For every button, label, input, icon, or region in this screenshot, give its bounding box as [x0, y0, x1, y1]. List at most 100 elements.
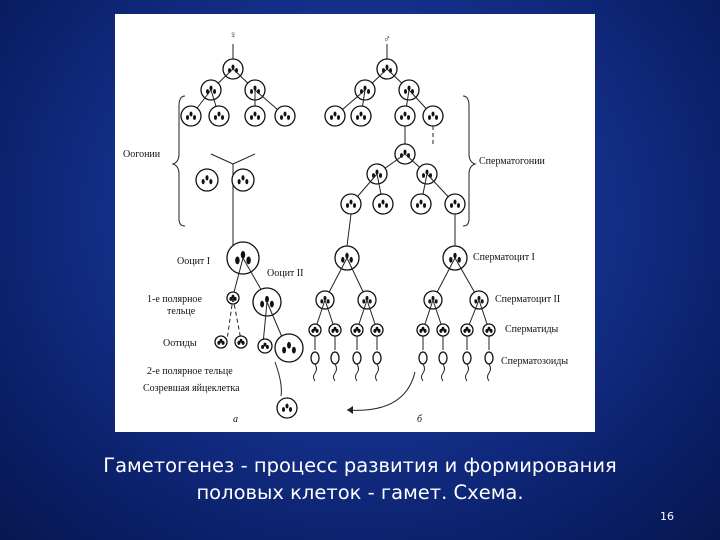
- chromosome-mark: [441, 326, 445, 331]
- lineage-line: [226, 297, 234, 341]
- chromosome-mark: [320, 299, 324, 304]
- chromosome-mark: [330, 115, 333, 120]
- chromosome-mark: [331, 328, 335, 333]
- chromosome-mark: [477, 296, 481, 301]
- label-polar-body2: 2-е полярное тельце: [147, 366, 233, 377]
- chromosome-mark: [250, 115, 253, 120]
- chromosome-mark: [365, 296, 369, 301]
- chromosome-mark: [435, 115, 438, 120]
- chromosome-mark: [257, 115, 260, 120]
- chromosome-mark: [193, 115, 196, 120]
- chromosome-mark: [283, 111, 287, 117]
- chromosome-mark: [400, 115, 403, 120]
- spermatozoon-tail: [487, 363, 491, 382]
- chromosome-mark: [289, 407, 292, 412]
- chromosome-mark: [385, 64, 389, 70]
- chromosome-mark: [291, 346, 296, 354]
- chromosome-mark: [237, 179, 241, 185]
- label-panel-a: а: [233, 414, 238, 425]
- chromosome-mark: [457, 203, 460, 208]
- chromosome-mark: [434, 299, 438, 304]
- spermatozoon-tail: [421, 363, 425, 382]
- spermatozoon-head: [330, 351, 340, 365]
- label-oocyte1: Ооцит I: [177, 256, 210, 267]
- chromosome-mark: [285, 403, 289, 409]
- chromosome-mark: [219, 338, 223, 343]
- chromosome-mark: [489, 328, 493, 333]
- chromosome-mark: [253, 85, 257, 91]
- chromosome-mark: [250, 89, 253, 94]
- chromosome-mark: [241, 175, 245, 181]
- spermatozoon-head: [438, 351, 448, 365]
- chromosome-mark: [359, 111, 363, 117]
- chromosome-mark: [209, 85, 213, 91]
- chromosome-mark: [326, 299, 330, 304]
- chromosome-mark: [205, 175, 209, 181]
- chromosome-mark: [355, 326, 359, 331]
- chromosome-mark: [356, 115, 359, 120]
- chromosome-mark: [453, 252, 457, 259]
- label-spermatocyte2: Сперматоцит II: [495, 294, 560, 305]
- chromosome-mark: [379, 173, 382, 178]
- chromosome-mark: [449, 256, 453, 263]
- chromosome-mark: [265, 295, 269, 303]
- chromosome-mark: [362, 299, 366, 304]
- lineage-line: [262, 301, 268, 345]
- chromosome-mark: [231, 294, 235, 299]
- chromosome-mark: [233, 296, 237, 301]
- chromosome-mark: [209, 179, 213, 185]
- chromosome-mark: [363, 115, 366, 120]
- chromosome-mark: [465, 326, 469, 331]
- chromosome-mark: [245, 179, 249, 185]
- chromosome-mark: [487, 326, 491, 331]
- chromosome-mark: [213, 89, 216, 94]
- chromosome-mark: [282, 407, 285, 412]
- arrow-to-egg: [274, 361, 282, 397]
- chromosome-mark: [323, 296, 327, 301]
- chromosome-mark: [480, 299, 484, 304]
- label-spermatids: Сперматиды: [505, 324, 559, 335]
- lineage-line: [232, 297, 242, 341]
- caption-line-1: Гаметогенез - процесс развития и формиро…: [103, 454, 617, 477]
- chromosome-mark: [315, 328, 319, 333]
- chromosome-mark: [217, 111, 221, 117]
- chromosome-mark: [341, 256, 345, 263]
- chromosome-mark: [381, 199, 385, 205]
- spermatozoon-tail: [313, 363, 317, 382]
- chromosome-mark: [201, 179, 205, 185]
- arrow-sperm-to-egg: [346, 371, 416, 411]
- page-number: 16: [660, 510, 674, 523]
- chromosome-mark: [428, 115, 431, 120]
- chromosome-mark: [421, 326, 425, 331]
- spermatozoon-head: [352, 351, 362, 365]
- chromosome-mark: [260, 300, 265, 308]
- chromosome-mark: [287, 341, 291, 349]
- chromosome-mark: [423, 203, 426, 208]
- spermatogonia-bracket: [462, 95, 477, 227]
- lineage-line: [346, 213, 352, 247]
- chromosome-mark: [439, 328, 443, 333]
- chromosome-mark: [428, 299, 432, 304]
- chromosome-mark: [246, 256, 251, 265]
- chromosome-mark: [375, 326, 379, 331]
- chromosome-mark: [368, 299, 372, 304]
- chromosome-mark: [349, 256, 353, 263]
- label-spermatozoa: Сперматозоиды: [501, 356, 568, 367]
- chromosome-mark: [265, 345, 269, 350]
- lineage-line: [232, 257, 244, 297]
- chromosome-mark: [282, 346, 287, 354]
- chromosome-mark: [385, 203, 388, 208]
- chromosome-mark: [333, 111, 337, 117]
- chromosome-mark: [353, 328, 357, 333]
- cells-layer: [180, 44, 496, 419]
- chromosome-mark: [261, 345, 265, 350]
- spermatozoon-head: [310, 351, 320, 365]
- chromosome-mark: [453, 199, 457, 205]
- chromosome-mark: [425, 169, 429, 175]
- chromosome-mark: [363, 85, 367, 91]
- caption-line-2: половых клеток - гамет. Схема.: [196, 481, 524, 504]
- chromosome-mark: [457, 256, 461, 263]
- chromosome-mark: [206, 89, 209, 94]
- spermatozoon-head: [372, 351, 382, 365]
- female-symbol-icon: ♀: [229, 30, 237, 41]
